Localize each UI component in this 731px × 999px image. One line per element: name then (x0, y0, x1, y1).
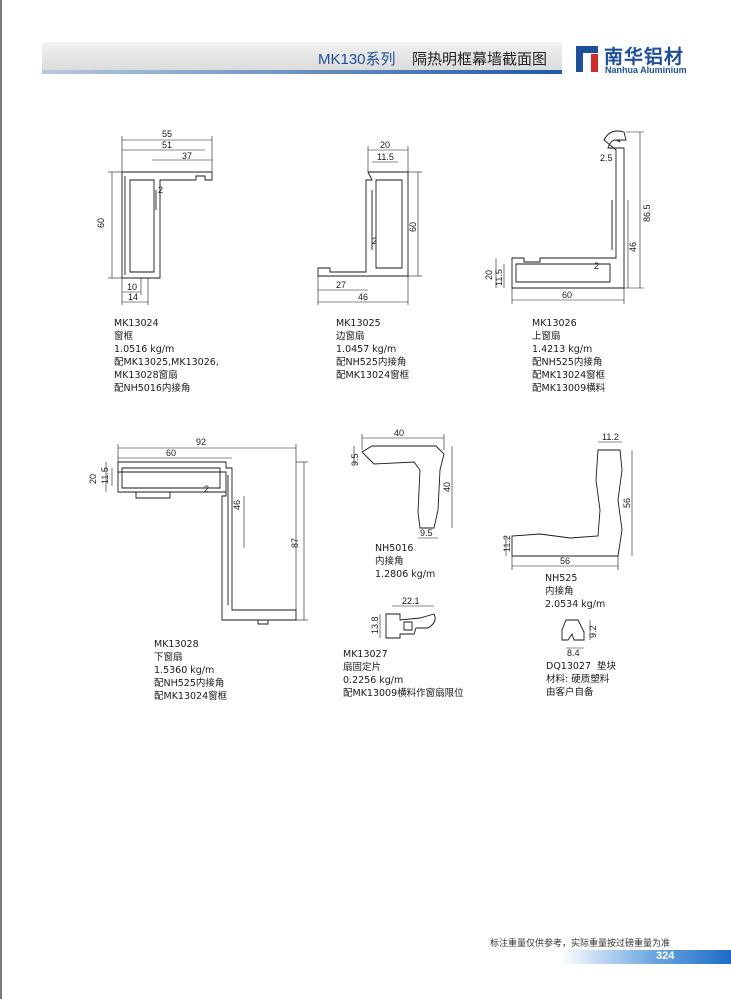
dim-text: 60 (166, 448, 176, 458)
part-caption-mk13028: MK13028 下窗扇 1.5360 kg/m 配NH525内接角 配MK130… (154, 639, 228, 702)
mk13025-dimlines (317, 146, 422, 305)
dim-text: 11.2 (602, 432, 619, 442)
dim-text: 9.5 (350, 453, 360, 466)
dim-text: 11.2 (502, 535, 512, 552)
header-accent-strip (42, 70, 562, 74)
brand-name-en: Nanhua Aluminium (605, 65, 687, 75)
dim-text: 20 (88, 474, 98, 484)
dim-text: 60 (96, 218, 106, 228)
mk13026-dimlines (495, 131, 644, 304)
dim-text: 22.1 (402, 596, 420, 606)
dq13027-profile (561, 619, 585, 641)
mk13024-dimlines (108, 136, 213, 305)
dim-text: 55 (162, 129, 172, 139)
mk13025-profile (317, 171, 409, 277)
dim-text: 40 (442, 482, 452, 492)
dim-text: 9.5 (420, 528, 433, 538)
page-title: 隔热明框幕墙截面图 (412, 50, 548, 68)
mk13028-dimlines (105, 444, 308, 621)
dim-text: 2 (372, 236, 377, 246)
dim-text: 27 (336, 280, 346, 290)
dim-text: 9.2 (588, 625, 598, 638)
mk13026-profile (511, 130, 627, 289)
nh5016-profile (361, 445, 445, 529)
dim-text: 2 (594, 261, 599, 271)
dim-text: 37 (182, 151, 192, 161)
dim-text: 46 (628, 242, 638, 252)
mk13024-profile (121, 171, 213, 279)
dim-text: 92 (196, 437, 206, 447)
dim-text: 8.4 (567, 648, 580, 658)
dim-text: 10 (127, 282, 137, 292)
series-label: MK130系列 (318, 51, 396, 68)
part-caption-mk13024: MK13024 窗框 1.0516 kg/m 配MK13025,MK13026,… (114, 318, 219, 394)
dim-text: 51 (162, 140, 172, 150)
page-number: 324 (656, 950, 675, 962)
dim-text: 20 (380, 140, 390, 150)
nh5016-dimlines (353, 434, 453, 539)
dim-text: 2 (158, 185, 163, 195)
mk13027-dimlines (379, 605, 434, 638)
dim-text: 13.8 (370, 616, 380, 634)
dim-text: 46 (358, 292, 368, 302)
dim-text: 60 (562, 290, 572, 300)
dim-text: 87 (290, 538, 300, 548)
header-bar (42, 42, 562, 74)
part-caption-dq13027: DQ13027 垫块 材料: 硬质塑料 由客户自备 (546, 661, 617, 698)
dim-text: 11.5 (494, 269, 504, 286)
dq13027-dimlines (566, 620, 591, 649)
part-caption-nh525: NH525 内接角 2.0534 kg/m (545, 573, 606, 610)
nanhua-logo-icon (576, 46, 598, 72)
page-edge-line (0, 0, 2, 999)
nh525-dimlines (505, 441, 633, 570)
part-caption-mk13025: MK13025 边窗扇 1.0457 kg/m 配NH525内接角 配MK130… (336, 318, 410, 381)
dim-text: 86.5 (642, 204, 652, 222)
dim-text: 14 (128, 292, 138, 302)
page-number-bar (560, 950, 731, 964)
dim-text: 60 (408, 222, 418, 232)
dim-text: 2.5 (600, 153, 613, 163)
dim-text: 56 (622, 498, 632, 508)
nh525-profile (511, 449, 623, 557)
dim-text: 11.5 (377, 152, 394, 162)
dim-text: 46 (232, 500, 242, 510)
part-caption-nh5016: NH5016 内接角 1.2806 kg/m (375, 543, 436, 580)
part-caption-mk13027: MK13027 扇固定片 0.2256 kg/m 配MK13009横料作窗扇限位 (343, 649, 464, 699)
dim-text: 2 (204, 484, 209, 494)
dim-text: 56 (560, 556, 570, 566)
dim-text: 11.5 (100, 467, 110, 484)
dim-text: 40 (394, 428, 404, 438)
part-caption-mk13026: MK13026 上窗扇 1.4213 kg/m 配NH525内接角 配MK130… (532, 318, 606, 394)
weight-note: 标注重量仅供参考，实际重量按过磅重量为准 (490, 939, 671, 949)
brand-name-cn: 南华铝材 (604, 46, 685, 68)
dim-text: 20 (484, 270, 494, 280)
mk13027-profile (385, 613, 436, 639)
